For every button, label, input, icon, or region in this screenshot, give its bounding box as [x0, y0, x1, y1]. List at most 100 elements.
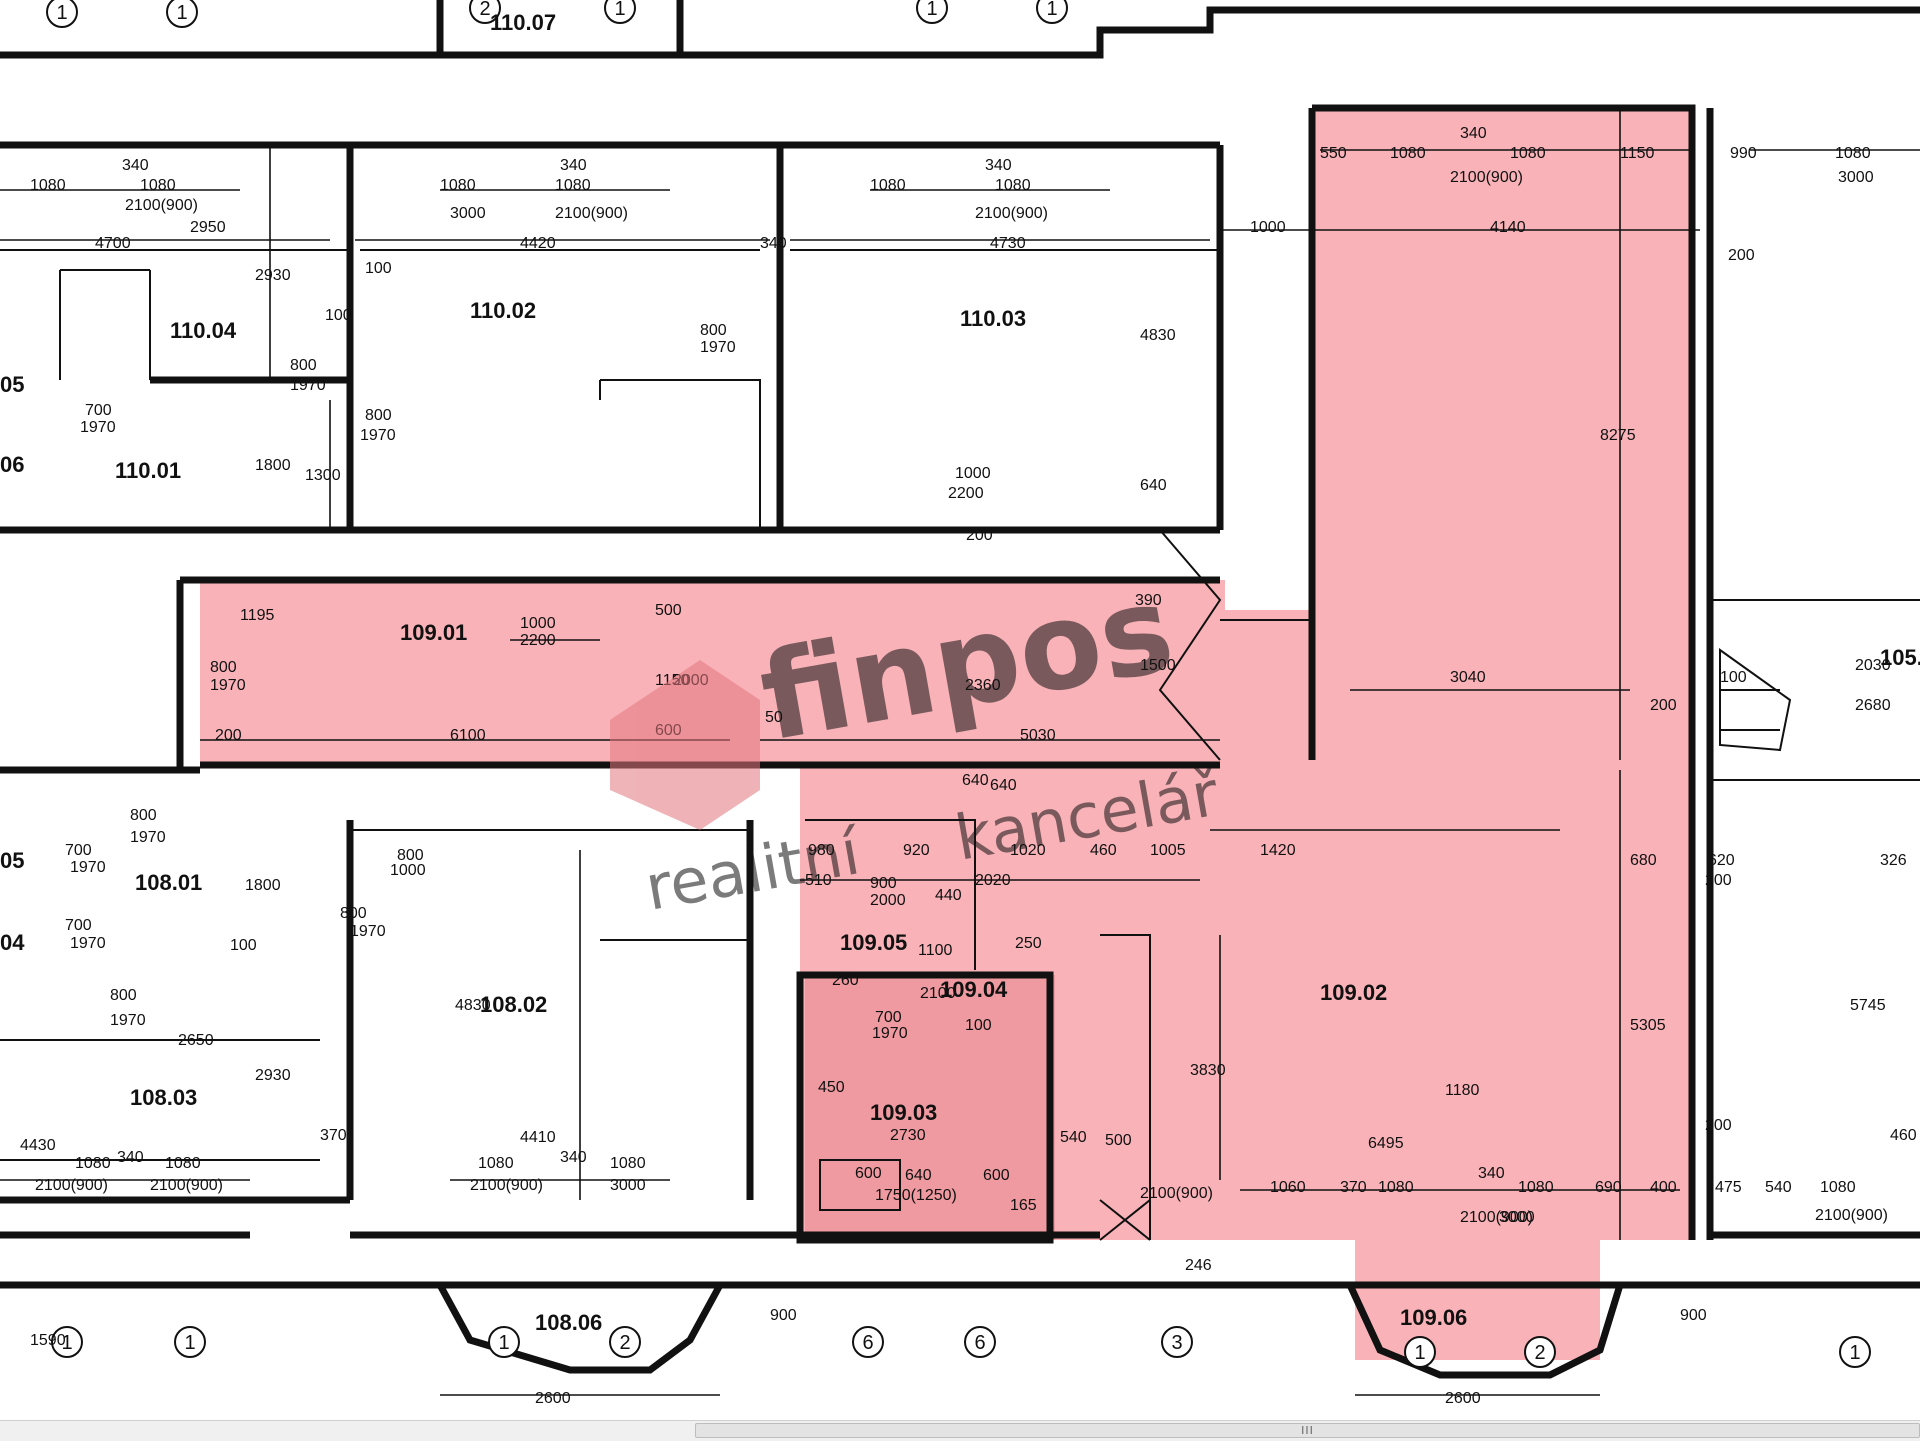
dimension-label: 1000	[390, 862, 426, 879]
axis-marker-label: 1	[1414, 1342, 1425, 1364]
dimension-label: 1970	[700, 339, 736, 356]
dimension-label: 690	[1595, 1179, 1622, 1196]
dimension-label: 2360	[965, 677, 1001, 694]
dimension-label: 3830	[1190, 1062, 1226, 1079]
axis-marker-circle	[1524, 1336, 1556, 1368]
axis-marker-circle	[174, 1326, 206, 1358]
room-label-109-04: 109.04	[940, 977, 1008, 1002]
dimension-label: 2100(900)	[1140, 1185, 1213, 1202]
dimension-label: 326	[1880, 852, 1907, 869]
room-label-05: 05	[0, 372, 24, 397]
dimension-label: 200	[1705, 1117, 1732, 1134]
axis-marker-label: 1	[1046, 0, 1057, 20]
axis-marker: 3	[1161, 1326, 1193, 1358]
dimension-label: 540	[1765, 1179, 1792, 1196]
dimension-label: 1100	[918, 942, 953, 959]
axis-marker-label: 1	[614, 0, 625, 20]
dimension-label: 2100(900)	[1815, 1207, 1888, 1224]
dimension-label: 2030	[1855, 657, 1891, 674]
axis-marker-circle	[488, 1326, 520, 1358]
dimension-label: 340	[117, 1149, 144, 1166]
dimension-label: 700	[85, 402, 112, 419]
dimension-label: 3000	[610, 1177, 646, 1194]
dimension-label: 1970	[210, 677, 246, 694]
dimension-label: 2100(900)	[1450, 169, 1523, 186]
dimension-label: 1060	[1270, 1179, 1306, 1196]
dimension-label: 2600	[535, 1390, 571, 1407]
dimension-label: 340	[1460, 125, 1487, 142]
dimension-label: 260	[832, 972, 859, 989]
dimension-label: 340	[560, 1149, 587, 1166]
dimension-label: 2100	[920, 985, 956, 1002]
axis-marker-circle	[469, 0, 501, 24]
axis-marker-label: 1	[184, 1332, 195, 1354]
axis-marker-circle	[166, 0, 198, 28]
dimension-label: 1195	[240, 607, 275, 624]
room-label-108-06: 108.06	[535, 1310, 602, 1335]
axis-marker-label: 2	[1534, 1342, 1545, 1364]
dimension-label: 1080	[1835, 145, 1871, 162]
dimension-label: 3000	[1499, 1209, 1535, 1226]
dimension-label: 460	[1090, 842, 1117, 859]
dimension-label: 1080	[1518, 1179, 1554, 1196]
axis-marker-label: 2	[619, 1332, 630, 1354]
room-label-105-: 105.	[1880, 645, 1920, 670]
dimension-label: 200	[215, 727, 242, 744]
axis-marker: 1	[174, 1326, 206, 1358]
axis-marker-label: 1	[61, 1332, 72, 1354]
dimension-label: 200	[1650, 697, 1677, 714]
dimension-label: 920	[903, 842, 930, 859]
dimension-label: 1970	[350, 923, 386, 940]
axis-marker: 6	[964, 1326, 996, 1358]
axis-marker: 1	[1036, 0, 1068, 24]
dimension-label: 200	[1728, 247, 1755, 264]
dimension-label: 4830	[1140, 327, 1176, 344]
axis-marker-label: 2	[479, 0, 490, 20]
dimension-label: 100	[230, 937, 257, 954]
dimension-label: 50	[765, 709, 783, 726]
dimension-label: 1020	[1010, 842, 1046, 859]
dimension-label: 500	[1105, 1132, 1132, 1149]
axis-marker: 1	[604, 0, 636, 24]
axis-marker-circle	[1404, 1336, 1436, 1368]
horizontal-scrollbar[interactable]: III	[0, 1420, 1920, 1441]
dimension-label: 2000	[870, 892, 906, 909]
dimension-label: 1080	[1378, 1179, 1414, 1196]
walls	[0, 0, 1920, 1379]
axis-marker-circle	[964, 1326, 996, 1358]
dimension-label: 4430	[20, 1137, 56, 1154]
dimension-label: 8275	[1600, 427, 1636, 444]
dimension-label: 2730	[890, 1127, 926, 1144]
dimension-label: 1080	[440, 177, 476, 194]
dimension-label: 600	[855, 1165, 882, 1182]
dimension-label: 2020	[975, 872, 1011, 889]
dimension-labels: 108034010802100(900)29504700108034010803…	[20, 125, 1917, 1407]
room-label-04: 04	[0, 930, 25, 955]
dimension-label: 4420	[520, 235, 556, 252]
dimension-label: 1000	[1250, 219, 1286, 236]
axis-marker-label: 6	[862, 1332, 873, 1354]
dimension-label: 1970	[70, 859, 106, 876]
dimension-label: 510	[805, 872, 832, 889]
scrollbar-thumb[interactable]: III	[695, 1423, 1920, 1438]
dimension-label: 800	[340, 905, 367, 922]
dimension-label: 620	[1708, 852, 1735, 869]
dimension-label: 165	[1010, 1197, 1037, 1214]
axis-marker: 1	[916, 0, 948, 24]
dimension-label: 370	[1340, 1179, 1367, 1196]
dimension-label: 340	[560, 157, 587, 174]
dimension-label: 1500	[1140, 657, 1176, 674]
room-label-110-02: 110.02	[470, 298, 536, 323]
dimension-label: 1000	[955, 465, 991, 482]
axis-marker: 1	[46, 0, 78, 28]
dimension-label: 2100(900)	[470, 1177, 543, 1194]
room-label-109-02: 109.02	[1320, 980, 1387, 1005]
dimension-label: 800	[130, 807, 157, 824]
dimension-label: 1080	[1820, 1179, 1856, 1196]
dimension-label: 200	[966, 527, 993, 544]
dimension-label: 1180	[1445, 1082, 1480, 1099]
dimension-label: 4700	[95, 235, 131, 252]
dimension-label: 550	[1320, 145, 1347, 162]
dimension-label: 400	[1650, 1179, 1677, 1196]
